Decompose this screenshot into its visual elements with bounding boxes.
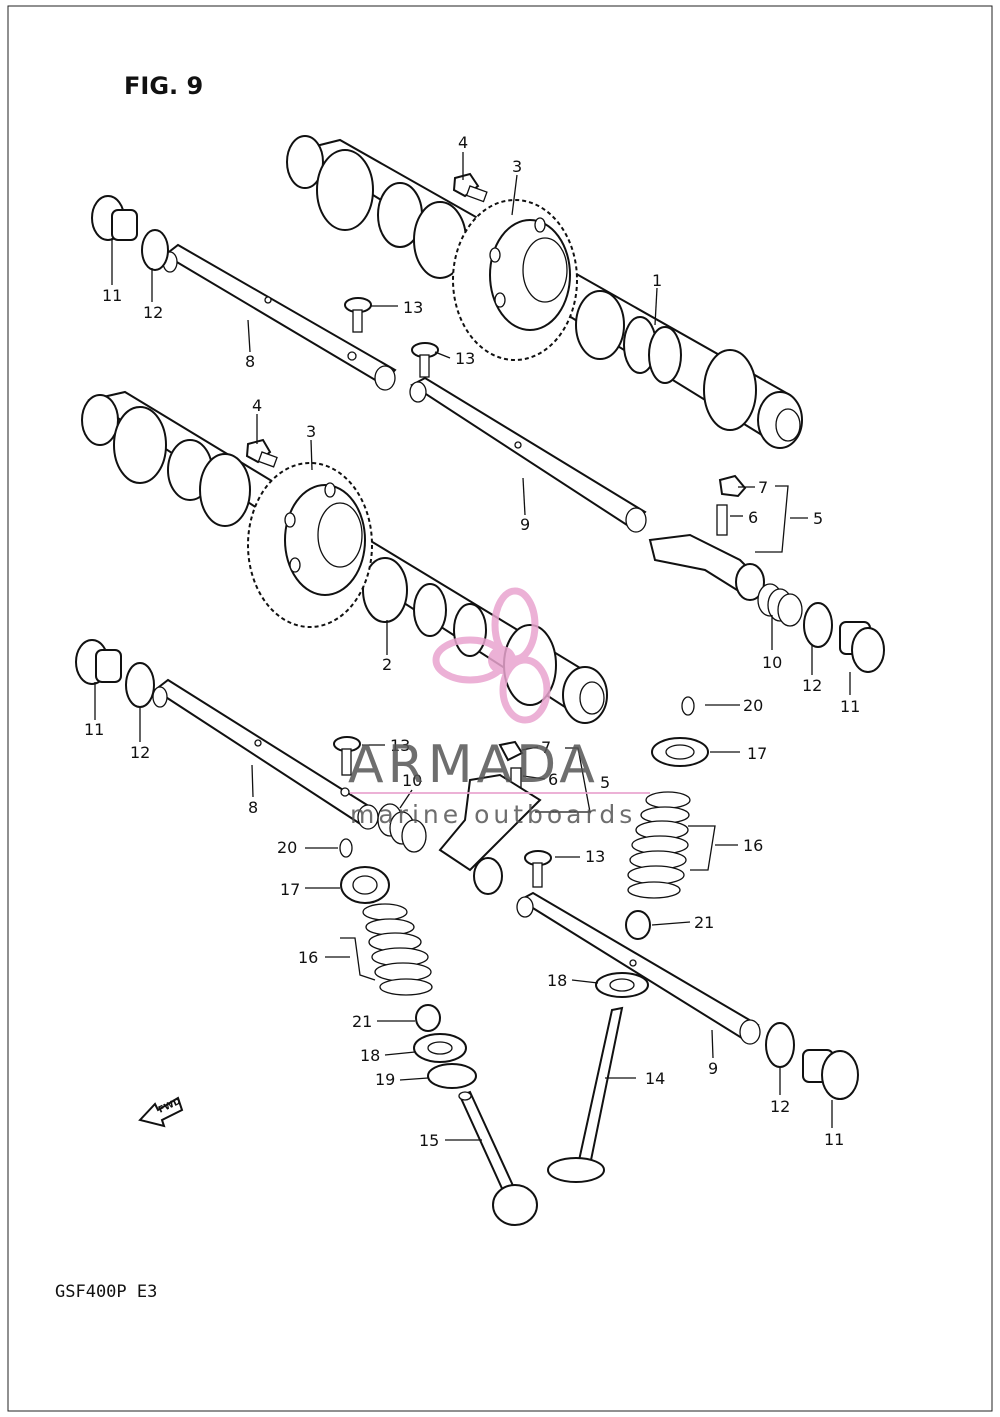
label-lv-16: 16 — [298, 948, 318, 967]
sprocket-2 — [247, 462, 373, 628]
label-r-10: 10 — [762, 653, 782, 672]
rocker-shaft-9-upper — [409, 376, 647, 533]
label-r-12: 12 — [802, 676, 822, 695]
label-c1-8: 8 — [245, 352, 255, 371]
bolt-4-upper — [452, 172, 488, 203]
label-rv-21: 21 — [694, 913, 714, 932]
retainer-17-right — [651, 737, 709, 767]
label-rv-16: 16 — [743, 836, 763, 855]
label-rv-17: 17 — [747, 744, 767, 763]
label-c1-12: 12 — [143, 303, 163, 322]
shaft-plug-11-upper — [91, 195, 138, 241]
intake-valve-15 — [458, 1090, 538, 1226]
label-lv-19: 19 — [375, 1070, 395, 1089]
label-c1-3: 3 — [512, 157, 522, 176]
label-r-5: 5 — [813, 509, 823, 528]
callout-labels: 4 3 1 11 12 8 13 13 9 4 3 2 7 6 5 10 12 … — [84, 133, 860, 1150]
label-c1-13b: 13 — [455, 349, 475, 368]
label-lv-17: 17 — [280, 880, 300, 899]
valve-springs-16-right — [627, 791, 691, 899]
sprocket-1 — [452, 199, 578, 361]
figure-title: FIG. 9 — [124, 72, 203, 100]
label-m-7: 7 — [541, 738, 551, 757]
stem-seal-21-right — [625, 910, 651, 940]
page-border — [7, 5, 993, 1412]
label-lv-21: 21 — [352, 1012, 372, 1031]
adjuster-nut-7-right — [718, 474, 747, 498]
label-c1-1: 1 — [652, 271, 662, 290]
washer-12-upper — [141, 229, 169, 271]
label-c1-9: 9 — [520, 515, 530, 534]
bolt-4-lower — [245, 438, 278, 468]
label-c2-4: 4 — [252, 396, 262, 415]
label-l-11: 11 — [84, 720, 104, 739]
label-c-18: 18 — [547, 971, 567, 990]
washer-12-bottom — [765, 1022, 795, 1068]
label-c2-3: 3 — [306, 422, 316, 441]
washer-19-left — [427, 1063, 477, 1089]
shaft-plug-11-bottom — [802, 1049, 859, 1100]
label-b-11: 11 — [824, 1130, 844, 1149]
label-c2-2: 2 — [382, 655, 392, 674]
label-m-5: 5 — [600, 773, 610, 792]
rocker-arm-5-right — [648, 533, 765, 601]
retainer-17-left — [340, 866, 390, 904]
label-c1-11: 11 — [102, 286, 122, 305]
propeller-logo-icon — [432, 587, 551, 724]
leader-lines — [94, 152, 851, 1141]
label-c1-4: 4 — [458, 133, 468, 152]
label-r-6: 6 — [748, 508, 758, 527]
washer-12-right — [803, 602, 833, 648]
rocker-arm-5-middle — [438, 773, 542, 895]
label-c-14: 14 — [645, 1069, 665, 1088]
label-b-12: 12 — [770, 1097, 790, 1116]
label-c1-13a: 13 — [403, 298, 423, 317]
fwd-arrow-icon: FWD — [138, 1096, 184, 1128]
stem-seal-21-left — [415, 1004, 441, 1032]
label-r-7: 7 — [758, 478, 768, 497]
label-m-10: 10 — [402, 771, 422, 790]
shaft-plug-11-left — [75, 639, 122, 685]
rocker-shaft-9-lower — [516, 891, 761, 1045]
screw-13-middle — [333, 736, 361, 776]
label-l-8: 8 — [248, 798, 258, 817]
label-rv-13: 13 — [585, 847, 605, 866]
screw-13-upper-a — [344, 297, 372, 333]
label-c-9: 9 — [708, 1059, 718, 1078]
shaft-plug-11-right — [839, 621, 885, 673]
label-lv-18: 18 — [360, 1046, 380, 1065]
armada-watermark: ARMADA marine outboards — [348, 587, 650, 829]
label-m-6: 6 — [548, 770, 558, 789]
screw-13-upper-b — [411, 342, 439, 378]
screw-13-right — [524, 850, 552, 888]
watermark-brand: ARMADA — [348, 735, 599, 795]
valve-springs-16-left — [362, 903, 433, 996]
adjuster-screw-6-right — [716, 504, 728, 536]
model-code-footer: GSF400P E3 — [55, 1282, 157, 1302]
label-m-13: 13 — [390, 736, 410, 755]
label-rv-20: 20 — [743, 696, 763, 715]
label-l-12: 12 — [130, 743, 150, 762]
spring-seat-18-center — [595, 972, 649, 998]
label-lv-15: 15 — [419, 1131, 439, 1150]
spring-10-right — [757, 583, 803, 627]
rocker-shaft-8-lower — [152, 678, 379, 830]
spring-10-middle — [377, 803, 427, 853]
exhaust-valve-14 — [547, 1006, 624, 1183]
cotter-20-right — [681, 696, 695, 716]
watermark-tagline: marine outboards — [350, 800, 636, 829]
cotter-20-left — [339, 838, 353, 858]
label-lv-20: 20 — [277, 838, 297, 857]
adjuster-nut-7-middle — [498, 740, 524, 762]
spring-seat-18-left — [413, 1033, 467, 1063]
washer-12-left — [125, 662, 155, 708]
label-r-11: 11 — [840, 697, 860, 716]
